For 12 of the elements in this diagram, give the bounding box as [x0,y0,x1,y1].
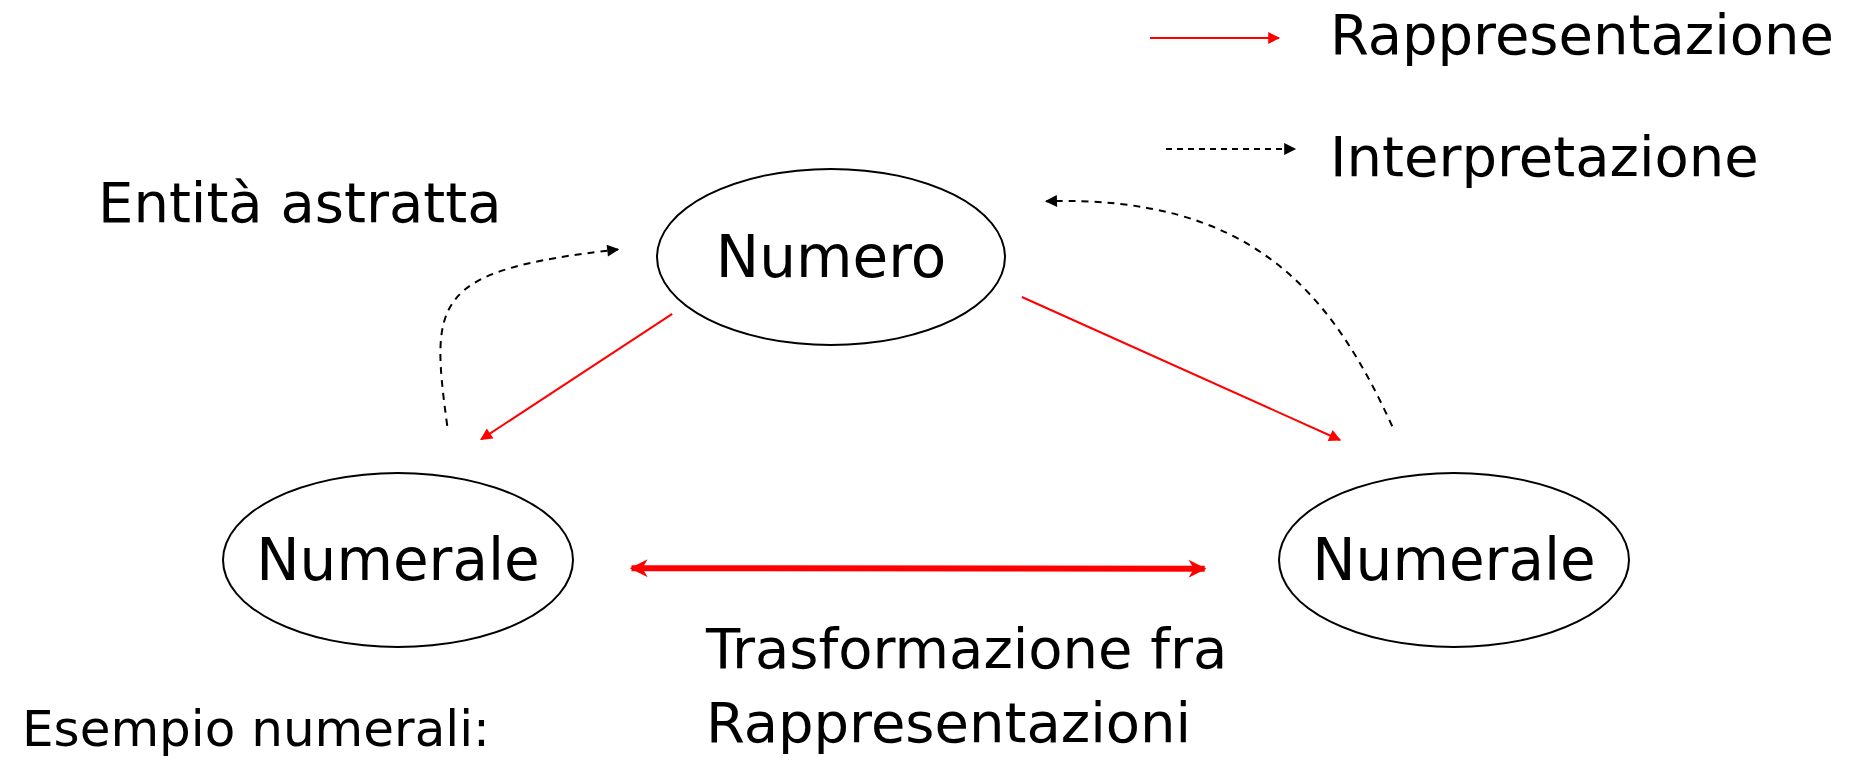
double-arrow [629,559,1207,578]
text-label: Esempio numerali: [22,700,490,758]
arrow [1020,296,1342,441]
arrow [480,312,674,441]
dashed-arrow [1045,195,1394,428]
node-label: Numerale [1312,526,1596,594]
text-label: Entità astratta [98,170,502,235]
legend-label: Interpretazione [1330,124,1759,189]
node-label: Numerale [256,526,540,594]
dashed-arrow [439,244,620,427]
node-label: Numero [715,223,947,291]
legend-label: Rappresentazione [1330,2,1834,67]
